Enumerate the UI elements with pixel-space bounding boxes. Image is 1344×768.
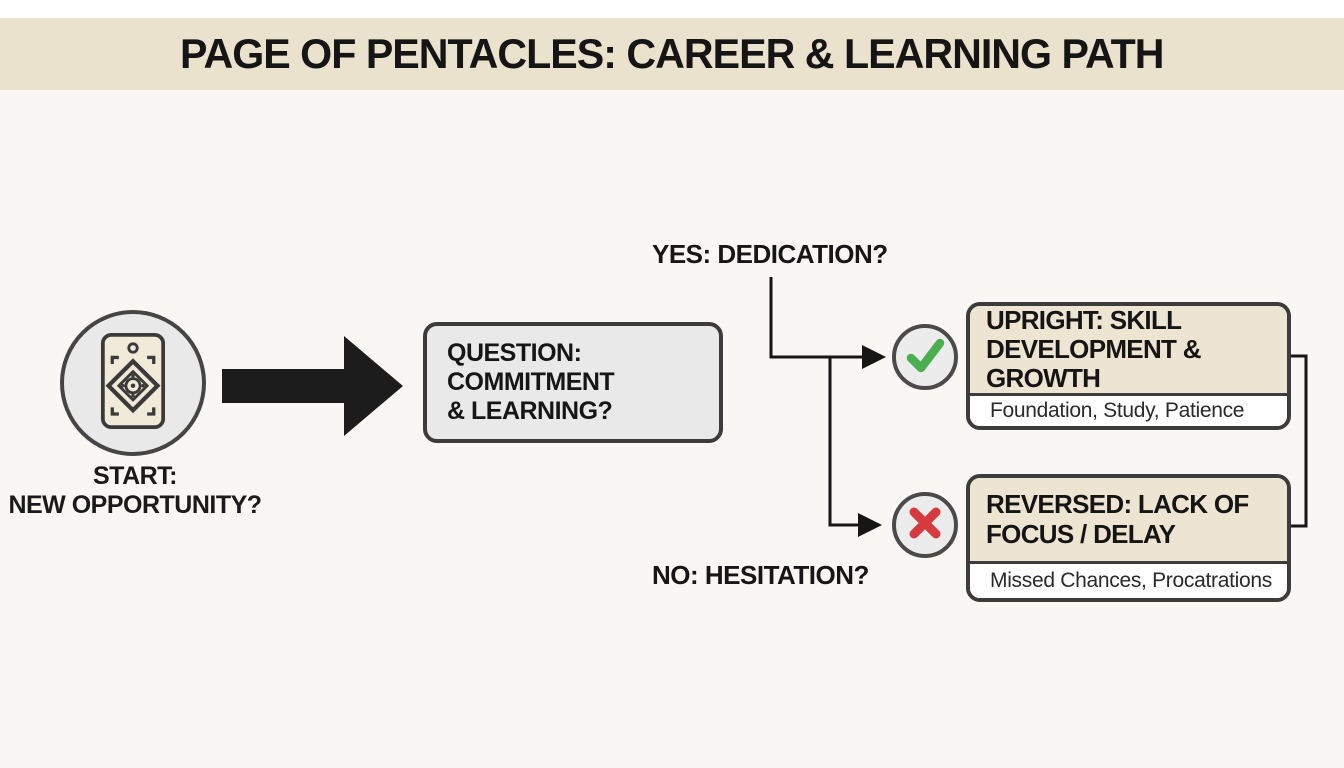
cross-icon xyxy=(899,497,951,554)
reversed-outcome-title: REVERSED: LACK OF FOCUS / DELAY xyxy=(970,478,1287,561)
title-banner: PAGE OF PENTACLES: CAREER & LEARNING PAT… xyxy=(0,18,1344,90)
top-margin-strip xyxy=(0,0,1344,18)
check-icon xyxy=(899,329,951,386)
start-label: START: NEW OPPORTUNITY? xyxy=(8,462,262,519)
no-outcome-node xyxy=(892,492,958,558)
yes-branch-label: YES: DEDICATION? xyxy=(652,239,888,269)
upright-outcome-box: UPRIGHT: SKILL DEVELOPMENT & GROWTH Foun… xyxy=(966,302,1291,430)
tarot-card-icon xyxy=(100,332,166,435)
no-branch-label: NO: HESITATION? xyxy=(652,560,869,590)
reversed-outcome-subtitle: Missed Chances, Procatrations xyxy=(970,561,1287,598)
page-title: PAGE OF PENTACLES: CAREER & LEARNING PAT… xyxy=(180,30,1165,77)
question-box: QUESTION: COMMITMENT & LEARNING? xyxy=(423,322,723,443)
upright-outcome-subtitle: Foundation, Study, Patience xyxy=(970,393,1287,426)
reversed-outcome-box: REVERSED: LACK OF FOCUS / DELAY Missed C… xyxy=(966,474,1291,602)
upright-outcome-title: UPRIGHT: SKILL DEVELOPMENT & GROWTH xyxy=(970,306,1287,394)
question-text: QUESTION: COMMITMENT & LEARNING? xyxy=(447,338,615,426)
yes-outcome-node xyxy=(892,324,958,390)
start-node xyxy=(60,310,206,456)
flow-arrow-icon xyxy=(222,334,404,443)
